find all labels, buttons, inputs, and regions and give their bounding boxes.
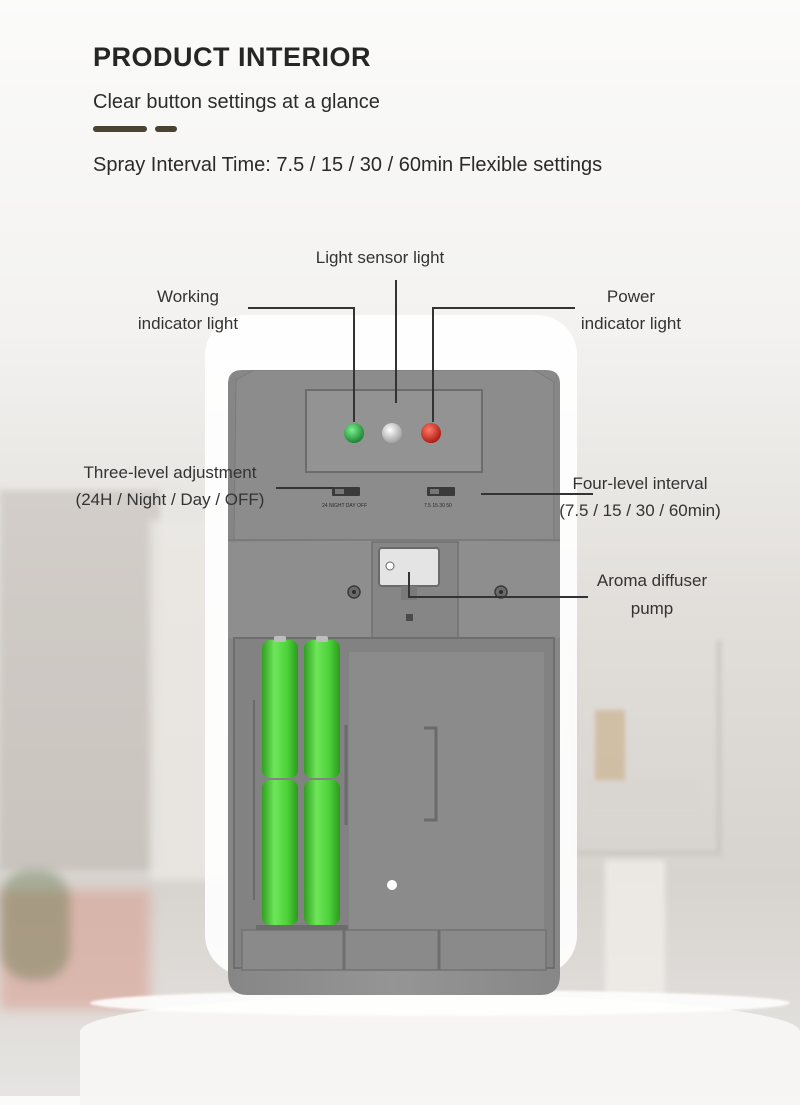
label-three-level-line1: Three-level adjustment [83,463,257,482]
screw-hole [387,880,397,890]
working-indicator-led [344,423,364,443]
label-pump-line2: pump [630,599,674,618]
leader-line-working-v [353,307,355,422]
page-subtitle: Clear button settings at a glance [93,91,380,113]
background-bathtub [80,995,800,1105]
background-shelf [585,780,700,810]
leader-line-pump-h [408,596,588,598]
leader-line-pump-v [408,572,410,596]
battery-top-right [304,640,340,778]
label-working-line1: Working [156,287,220,306]
light-sensor-led [382,423,402,443]
label-light-sensor: Light sensor light [315,248,445,267]
label-power-line2: indicator light [580,314,682,333]
leader-line-three-level [276,487,334,489]
label-three-level-line2: (24H / Night / Day / OFF) [75,490,265,509]
decorative-line-long [93,126,147,132]
leader-line-light-sensor [395,280,397,403]
background-mirror [0,490,160,870]
battery-bottom-left [262,780,298,925]
decorative-line-short [155,126,177,132]
leader-line-four-level [481,493,593,495]
leader-line-power-h [432,307,575,309]
label-pump-line1: Aroma diffuser [596,571,708,590]
battery-top-left [262,640,298,778]
background-plant [0,870,70,980]
leader-line-power-v [432,307,434,422]
leader-line-working-h [248,307,354,309]
background-towel [605,860,665,1030]
bottom-tray [241,929,547,971]
spray-interval-text: Spray Interval Time: 7.5 / 15 / 30 / 60m… [93,154,603,176]
power-indicator-led [421,423,441,443]
background-towel-rail [570,640,722,856]
diffuser-device: 24 NIGHT DAY OFF 7.5 15 30 50 [228,370,560,995]
label-four-level-line2: (7.5 / 15 / 30 / 60min) [559,501,721,520]
four-level-switch-label: 7.5 15 30 50 [424,503,452,509]
background-vase [595,710,625,780]
battery-bottom-right [304,780,340,925]
label-power-line1: Power [606,287,656,306]
header: PRODUCT INTERIOR Clear button settings a… [93,42,380,114]
background-pink-object [0,890,150,1010]
three-level-switch-label: 24 NIGHT DAY OFF [322,503,367,509]
label-four-level-line1: Four-level interval [572,474,708,493]
page-title: PRODUCT INTERIOR [93,42,371,72]
label-working-line2: indicator light [137,314,239,333]
